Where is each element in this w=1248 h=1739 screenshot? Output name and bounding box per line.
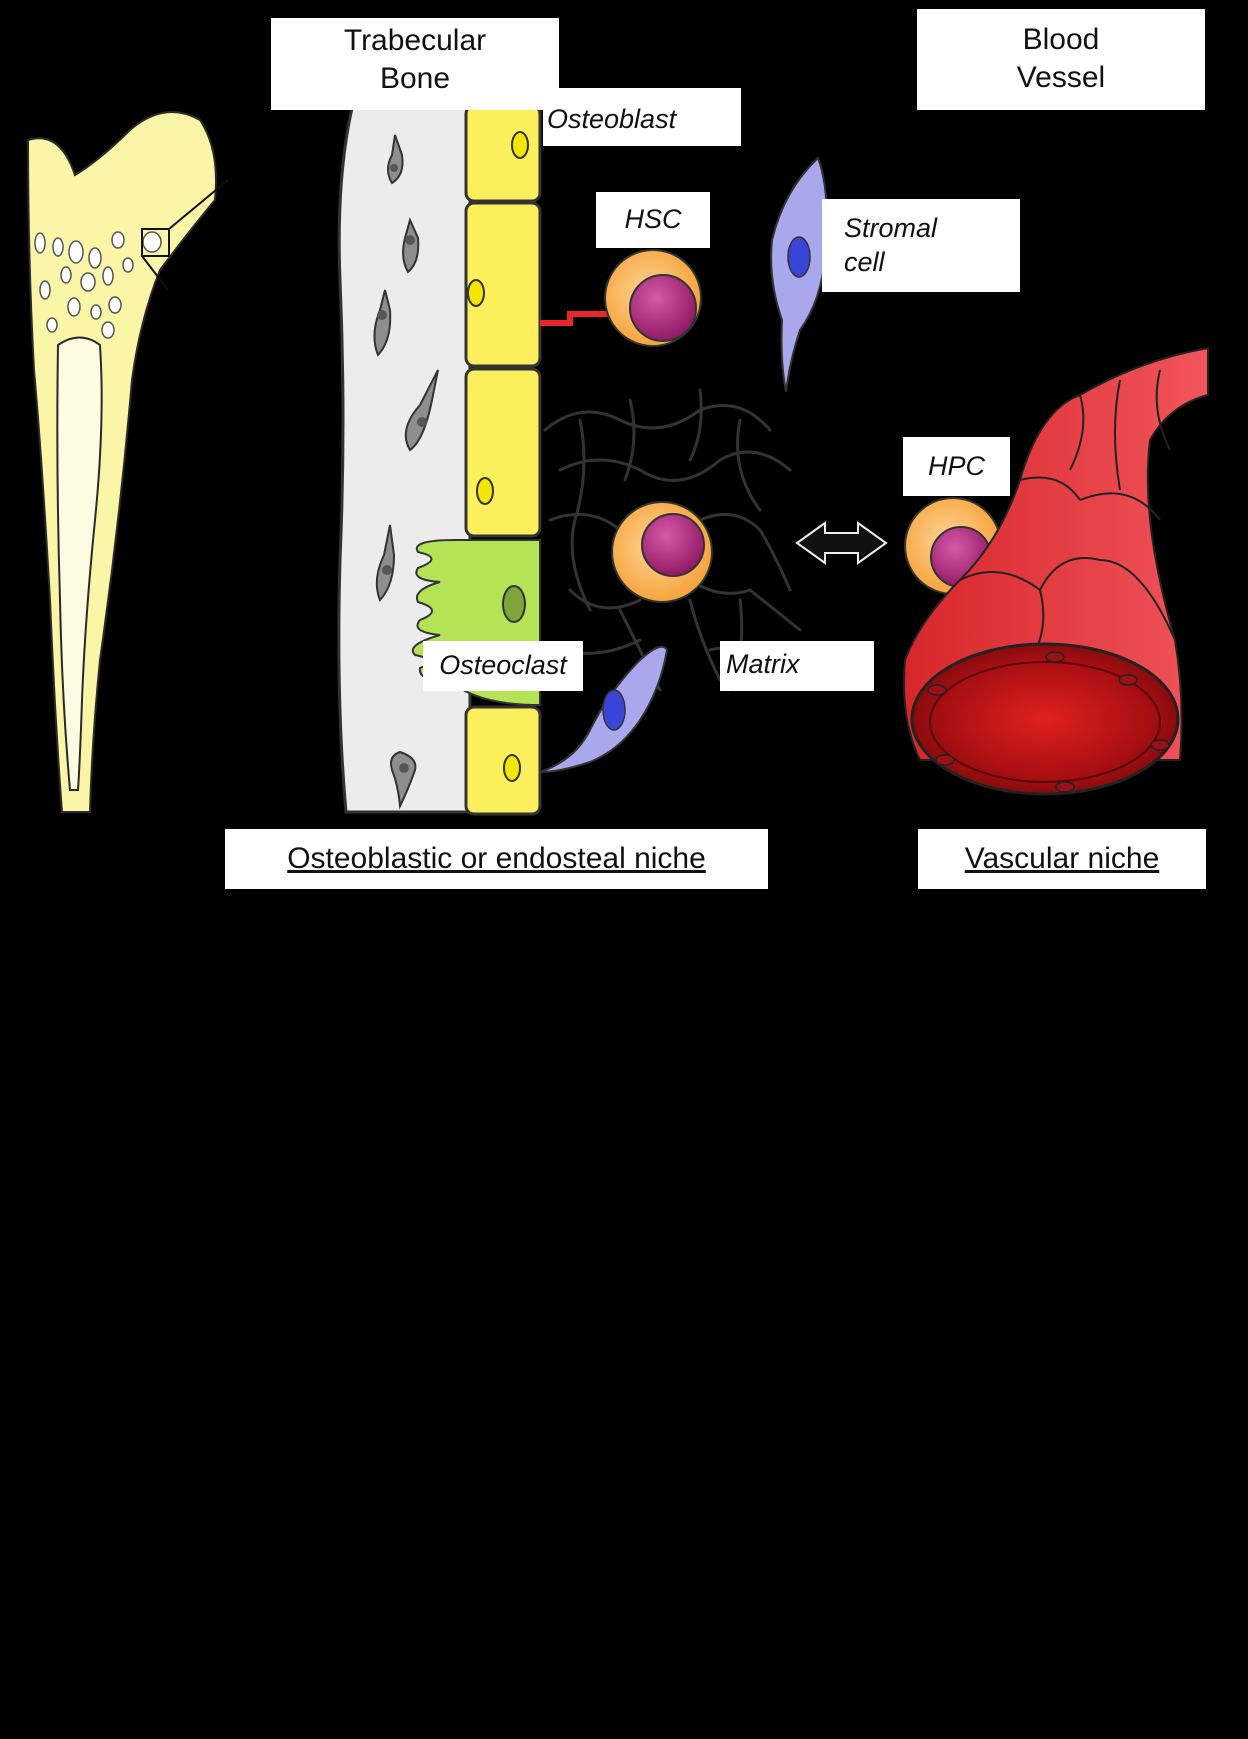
double-arrow-icon <box>797 523 886 563</box>
blood-vessel-label-line1: Blood <box>917 21 1205 59</box>
osteoclast-label: Osteoclast <box>423 641 583 691</box>
stromal-cell-label-line2: cell <box>844 245 1020 279</box>
hsc-cell <box>605 250 701 346</box>
blood-vessel-label-line2: Vessel <box>917 59 1205 97</box>
hsc-label: HSC <box>596 192 710 248</box>
stromal-cell-upper <box>771 158 827 392</box>
trabecular-bone-label-line1: Trabecular <box>271 22 559 60</box>
stromal-cell-label-line1: Stromal <box>844 211 1020 245</box>
stromal-cell-label: Stromal cell <box>822 199 1020 292</box>
osteoblast-label: Osteoblast <box>543 88 741 146</box>
osteoblastic-niche-label: Osteoblastic or endosteal niche <box>225 829 768 889</box>
long-bone-illustration <box>28 112 228 812</box>
trabecular-bone-column <box>339 108 470 812</box>
blood-vessel-label: Blood Vessel <box>917 9 1205 110</box>
trabecular-bone-label-line2: Bone <box>271 60 559 98</box>
osteoblast-cells <box>466 106 540 814</box>
hpc-label: HPC <box>903 437 1010 496</box>
trabecular-bone-label: Trabecular Bone <box>271 18 559 110</box>
matrix-stem-cell <box>612 502 712 602</box>
vascular-niche-label: Vascular niche <box>918 829 1206 889</box>
matrix-label: Matrix <box>720 641 874 691</box>
adhesion-link <box>540 314 610 323</box>
